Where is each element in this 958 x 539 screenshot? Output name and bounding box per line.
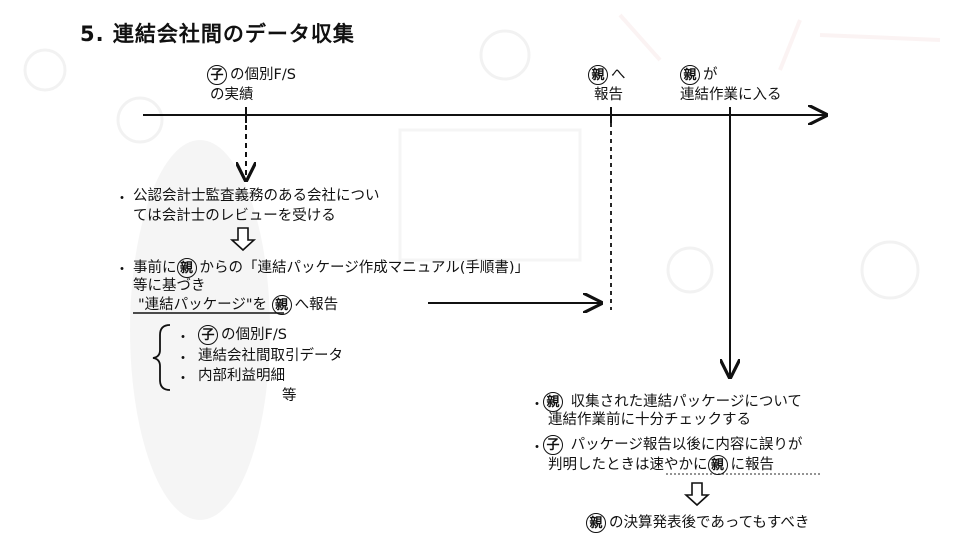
oya-badge: 親 bbox=[680, 65, 700, 85]
bullet-dot: ・ bbox=[176, 351, 190, 367]
page-title: 5. 連結会社間のデータ収集 bbox=[80, 22, 355, 46]
right-item2-line1: 子 パッケージ報告以後に内容に誤りが bbox=[543, 435, 802, 455]
bullet1-line1: 公認会計士監査義務のある会社につい bbox=[133, 188, 380, 204]
ko-badge: 子 bbox=[198, 325, 218, 345]
bullet2-line3: "連結パッケージ"を 親へ報告 bbox=[138, 295, 339, 315]
sub-item-3: 内部利益明細 bbox=[198, 368, 285, 384]
label-consol-start: 連結作業に入る bbox=[680, 87, 782, 103]
bullet-dot: ・ bbox=[530, 440, 544, 456]
bullet1-line2: ては会計士のレビューを受ける bbox=[133, 208, 336, 224]
hollow-arrow-left bbox=[229, 227, 257, 252]
label-report-to-parent: 親へ bbox=[588, 65, 626, 85]
oya-badge: 親 bbox=[588, 65, 608, 85]
ko-badge: 子 bbox=[543, 435, 563, 455]
oya-badge: 親 bbox=[543, 392, 563, 412]
bullet-dot: ・ bbox=[115, 262, 129, 278]
sub-item-2: 連結会社間取引データ bbox=[198, 348, 343, 364]
oya-badge: 親 bbox=[586, 513, 606, 533]
right-item1-line2: 連結作業前に十分チェックする bbox=[548, 412, 751, 428]
sub-etc: 等 bbox=[282, 388, 297, 404]
bullet2-line2: 等に基づき bbox=[133, 278, 206, 294]
final-note: 親の決算発表後であってもすべき bbox=[586, 513, 809, 533]
label-sub-fs: 子の個別F/S bbox=[207, 65, 296, 85]
oya-badge: 親 bbox=[707, 455, 728, 475]
bullet-dot: ・ bbox=[176, 371, 190, 387]
bullet2-line1: 事前に親からの「連結パッケージ作成マニュアル(手順書)」 bbox=[133, 258, 530, 278]
label-report: 報告 bbox=[594, 87, 623, 103]
curly-brace bbox=[152, 324, 171, 391]
hollow-arrow-right bbox=[683, 482, 711, 507]
right-item2-line2: 判明したときは速やかに親に報告 bbox=[548, 455, 774, 475]
oya-badge: 親 bbox=[176, 258, 197, 278]
sub-item-1: 子の個別F/S bbox=[198, 325, 287, 345]
bullet-dot: ・ bbox=[176, 330, 190, 346]
bullet-dot: ・ bbox=[115, 191, 129, 207]
oya-badge: 親 bbox=[271, 295, 292, 315]
right-item1-line1: 親 収集された連結パッケージについて bbox=[543, 392, 802, 412]
bullet-dot: ・ bbox=[530, 397, 544, 413]
label-sub-results: の実績 bbox=[210, 87, 254, 103]
label-parent-consol: 親が bbox=[680, 65, 718, 85]
ko-badge: 子 bbox=[207, 65, 227, 85]
